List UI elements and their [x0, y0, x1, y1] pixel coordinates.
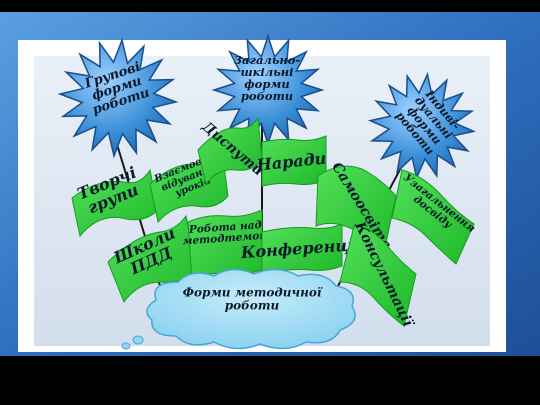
flag-shape — [261, 223, 343, 275]
flag-disputes: Диспути — [197, 116, 266, 186]
text-line: Форми методичної — [183, 286, 323, 300]
text-line: Загально- — [234, 53, 301, 67]
star-individual: Індиві-дуальніформироботи — [367, 71, 477, 181]
text-line: Робота над — [188, 219, 262, 236]
star-group: Груповіформироботи — [57, 37, 179, 159]
flag-method-theme: Робота надметодтемою — [181, 209, 271, 281]
star-shape — [57, 37, 179, 159]
flag-meetings: Наради — [255, 135, 327, 187]
flag-shape — [339, 225, 417, 327]
flag-conferences: Конференції — [239, 223, 363, 275]
text-line: шкільні — [240, 65, 293, 79]
flag-shape — [391, 169, 475, 265]
thought-bubble-small — [121, 342, 131, 350]
flag-schools-pdd: ШколиПДД — [107, 214, 197, 304]
text-line: форми — [244, 77, 289, 91]
bottom-bar — [0, 356, 540, 405]
text-line: роботи — [225, 298, 280, 312]
thought-bubble-medium — [132, 335, 144, 345]
text-line: роботи — [241, 89, 293, 103]
flag-method-label: Робота надметодтемою — [181, 218, 270, 247]
cloud-shape — [146, 268, 356, 350]
flag-creative-groups: Творчігрупи — [71, 163, 159, 238]
